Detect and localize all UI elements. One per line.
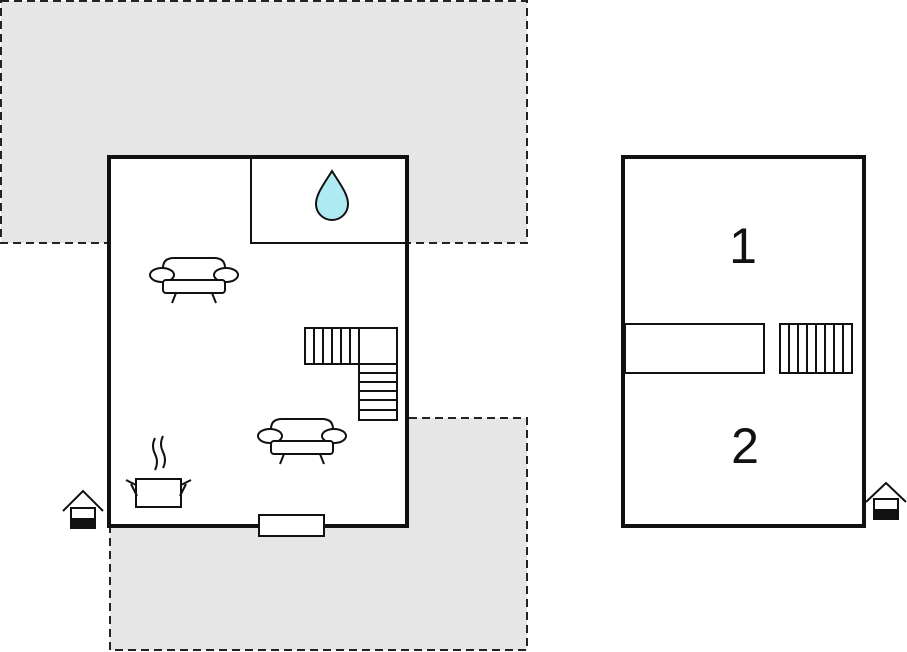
room-1-label: 1 <box>729 218 757 274</box>
sofa-icon <box>257 418 347 465</box>
upper-floor: 1 2 <box>621 155 866 528</box>
bathroom-wall <box>250 157 405 244</box>
staircase-icon <box>304 327 398 421</box>
upper-floor-opening <box>624 323 765 374</box>
entrance-house-icon <box>865 481 907 520</box>
ground-floor <box>107 155 409 537</box>
room-2-label: 2 <box>731 418 759 474</box>
sofa-icon <box>149 257 239 304</box>
water-drop-icon <box>314 169 350 221</box>
door-mat <box>258 514 325 537</box>
staircase-icon <box>779 323 853 374</box>
kitchen-pot-icon <box>125 435 192 508</box>
entrance-house-icon <box>62 489 104 529</box>
